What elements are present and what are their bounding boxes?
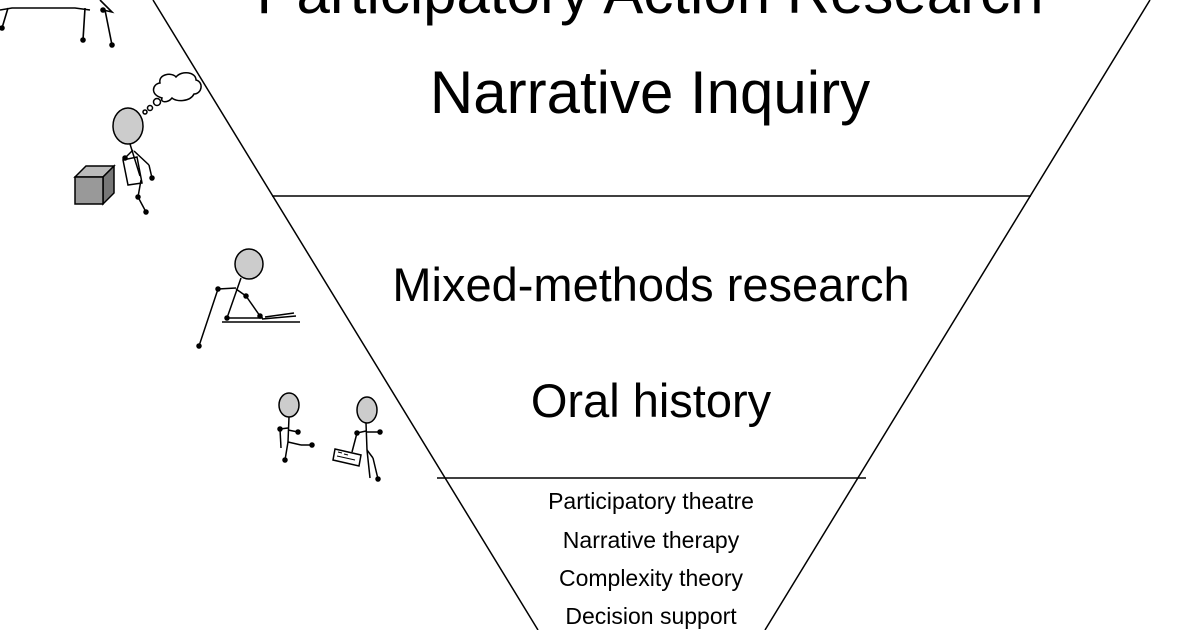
tier1-label-participatory-action-research: Participatory Action Research [256, 0, 1043, 27]
sitting-figure-icon [196, 248, 300, 349]
figure-head [356, 396, 378, 424]
figure-head [278, 392, 300, 418]
figure-at-board-icon [0, 0, 115, 48]
figure-head [234, 248, 264, 280]
cube-icon [73, 164, 116, 206]
thought-bubble-icon [152, 72, 202, 103]
figure-head [112, 107, 144, 145]
funnel-left-edge [152, 0, 539, 630]
tier3-label-participatory-theatre: Participatory theatre [548, 488, 754, 514]
tier2-label-oral-history: Oral history [530, 374, 772, 427]
tier3-label-decision-support: Decision support [565, 603, 737, 629]
tier3-label-complexity-theory: Complexity theory [558, 565, 744, 591]
tier1-label-narrative-inquiry: Narrative Inquiry [429, 59, 871, 126]
thinking-figure-with-cube-icon [73, 72, 202, 215]
tier2-label-mixed-methods: Mixed-methods research [392, 258, 910, 311]
clipboard-icon [332, 448, 362, 467]
two-figures-interview-icon [277, 392, 383, 482]
tier3-label-narrative-therapy: Narrative therapy [562, 527, 740, 553]
funnel-outline [152, 0, 1151, 630]
funnel-right-edge [764, 0, 1151, 630]
